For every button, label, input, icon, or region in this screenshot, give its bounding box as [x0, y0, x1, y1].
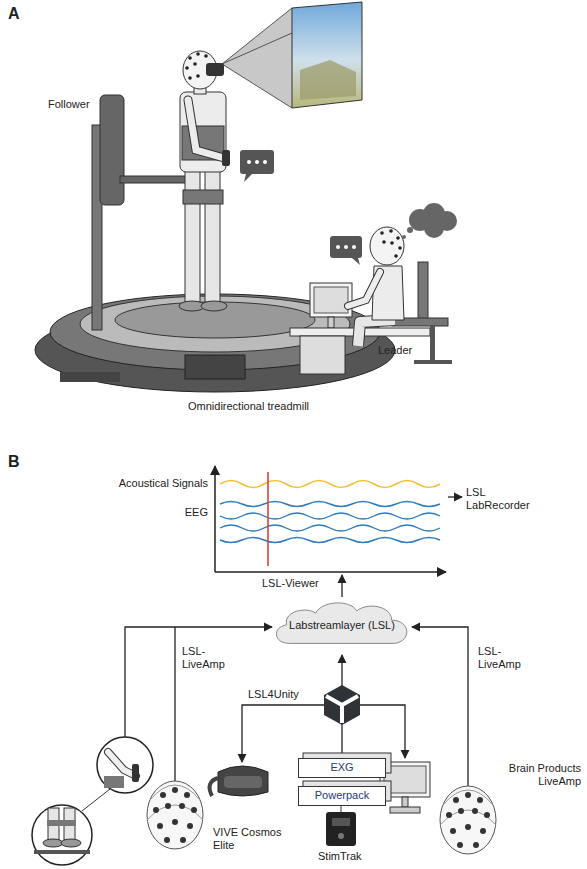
- role-label: Follower: [48, 98, 90, 111]
- unity-logo: [324, 685, 360, 725]
- follower-figure: [179, 51, 274, 311]
- device-label: VIVE Cosmos Elite: [213, 826, 287, 852]
- lsl-viewer-plot: [215, 466, 462, 572]
- lsl-cloud: Labstreamlayer (LSL): [269, 597, 415, 655]
- panel-letter: A: [8, 4, 20, 23]
- panel-letter: B: [8, 452, 20, 471]
- eeg-head: [147, 781, 203, 849]
- cloud-text: Labstreamlayer (LSL): [287, 619, 397, 632]
- lsl-wires: [125, 575, 468, 786]
- stream-label: LSL4Unity: [248, 688, 299, 701]
- device-name: Powerpack: [315, 789, 369, 802]
- software-label: LSL LabRecorder: [466, 486, 540, 512]
- stream-label: LSL-LiveAmp: [478, 645, 530, 671]
- follower-insets: [32, 737, 153, 865]
- device-box: Powerpack: [298, 786, 386, 806]
- device-box: EXG: [298, 758, 386, 778]
- vr-view: [222, 2, 362, 108]
- device-name: EXG: [330, 761, 353, 774]
- eeg-head: [440, 786, 496, 854]
- signal-label: EEG: [185, 506, 208, 519]
- role-label: Leader: [378, 344, 412, 357]
- cloud-shape: [276, 603, 406, 644]
- device-label: StimTrak: [318, 850, 362, 863]
- leader-figure: [290, 203, 457, 374]
- stream-label: LSL-LiveAmp: [182, 645, 234, 671]
- device-label: Omnidirectional treadmill: [188, 400, 309, 413]
- support-frame: [92, 95, 186, 330]
- signal-label: Acoustical Signals: [119, 477, 208, 490]
- device-label: Brain Products LiveAmp: [497, 762, 581, 788]
- vr-headset: [210, 766, 268, 796]
- software-label: LSL-Viewer: [262, 577, 319, 590]
